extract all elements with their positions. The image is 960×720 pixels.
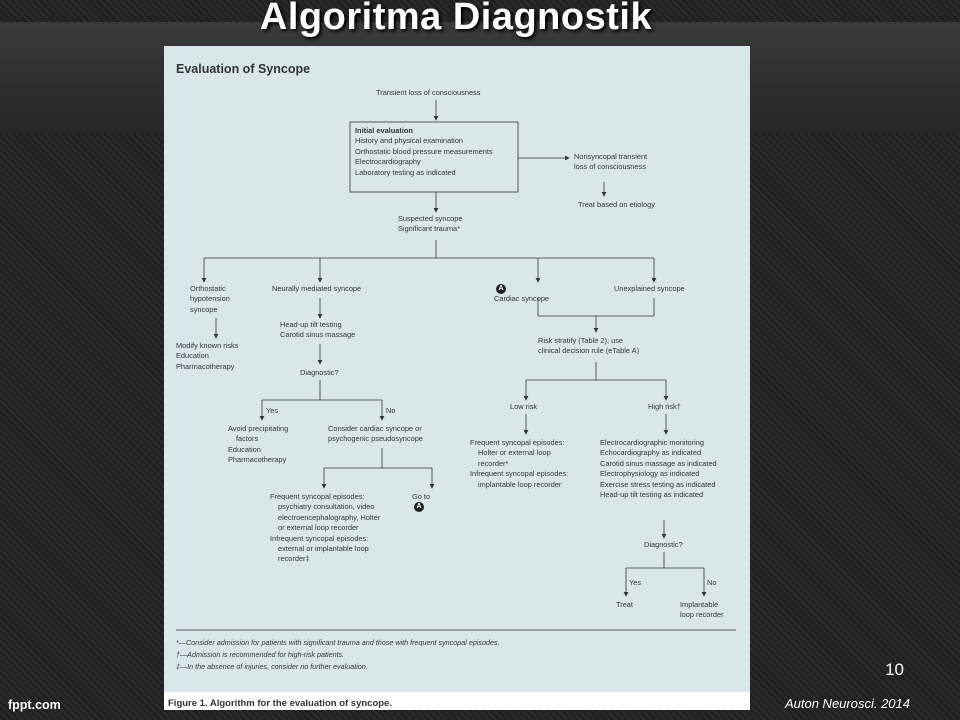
initial-evaluation-box <box>349 121 519 193</box>
figure-caption-bar <box>164 692 750 710</box>
label-no-2: No <box>707 578 717 587</box>
node-consider-cardiac: Consider cardiac syncope or psychogenic … <box>328 424 423 444</box>
node-avoid-factors: Avoid precipitating factors Education Ph… <box>228 424 289 465</box>
node-risk-stratify: Risk stratify (Table 2); use clinical de… <box>538 336 640 356</box>
node-cardiac-syncope: A Cardiac syncope <box>494 284 550 303</box>
node-low-risk: Low risk <box>510 402 538 411</box>
node-neural: Neurally mediated syncope <box>272 284 362 293</box>
footnote-1: *—Consider admission for patients with s… <box>176 638 500 647</box>
footnote-2: †—Admission is recommended for high-risk… <box>176 650 345 659</box>
figure-title: Evaluation of Syncope <box>176 62 311 76</box>
node-tilt-testing: Head-up tilt testing Carotid sinus massa… <box>280 320 356 340</box>
node-goto-a: Go to A <box>412 492 431 513</box>
brand-logo: fppt.com <box>8 698 61 712</box>
label-no: No <box>386 406 396 415</box>
figure-caption: Figure 1. Algorithm for the evaluation o… <box>168 698 392 709</box>
node-frequent-psych: Frequent syncopal episodes: psychiatry c… <box>270 492 381 564</box>
node-high-risk-mgmt: Electrocardiographic monitoring Echocard… <box>600 438 717 500</box>
node-diagnostic-2: Diagnostic? <box>644 540 683 549</box>
background-top <box>0 0 960 22</box>
citation: Auton Neurosci. 2014 <box>784 696 910 711</box>
syncope-flowchart: Evaluation of Syncope Transient loss of … <box>164 46 750 710</box>
label-yes: Yes <box>266 406 279 415</box>
node-orthostatic: Orthostatic hypotension syncope <box>190 284 230 314</box>
slide-title: Algoritma Diagnostik <box>259 0 653 38</box>
node-transient-loss: Transient loss of consciousness <box>376 88 481 97</box>
node-treat-etiology: Treat based on etiology <box>578 200 655 209</box>
node-nonsyncopal: Nonsyncopal transient loss of consciousn… <box>574 152 648 172</box>
node-treat: Treat <box>616 600 633 609</box>
node-suspected-syncope: Suspected syncope Significant trauma* <box>398 214 463 234</box>
page-number: 10 <box>885 660 904 679</box>
flowchart-connectors <box>176 100 736 631</box>
node-implantable: Implantable loop recorder <box>680 600 724 620</box>
node-low-risk-mgmt: Frequent syncopal episodes: Holter or ex… <box>470 438 569 489</box>
footnote-3: ‡—In the absence of injuries, consider n… <box>176 662 368 671</box>
badge-a-icon: A <box>496 284 506 294</box>
node-initial-evaluation: Initial evaluation History and physical … <box>355 126 493 177</box>
node-diagnostic: Diagnostic? <box>300 368 339 377</box>
node-unexplained: Unexplained syncope <box>614 284 685 293</box>
label-yes-2: Yes <box>629 578 642 587</box>
badge-a-icon: A <box>414 502 424 513</box>
node-high-risk: High risk† <box>648 402 681 411</box>
node-orthostatic-mgmt: Modify known risks Education Pharmacothe… <box>176 341 239 371</box>
